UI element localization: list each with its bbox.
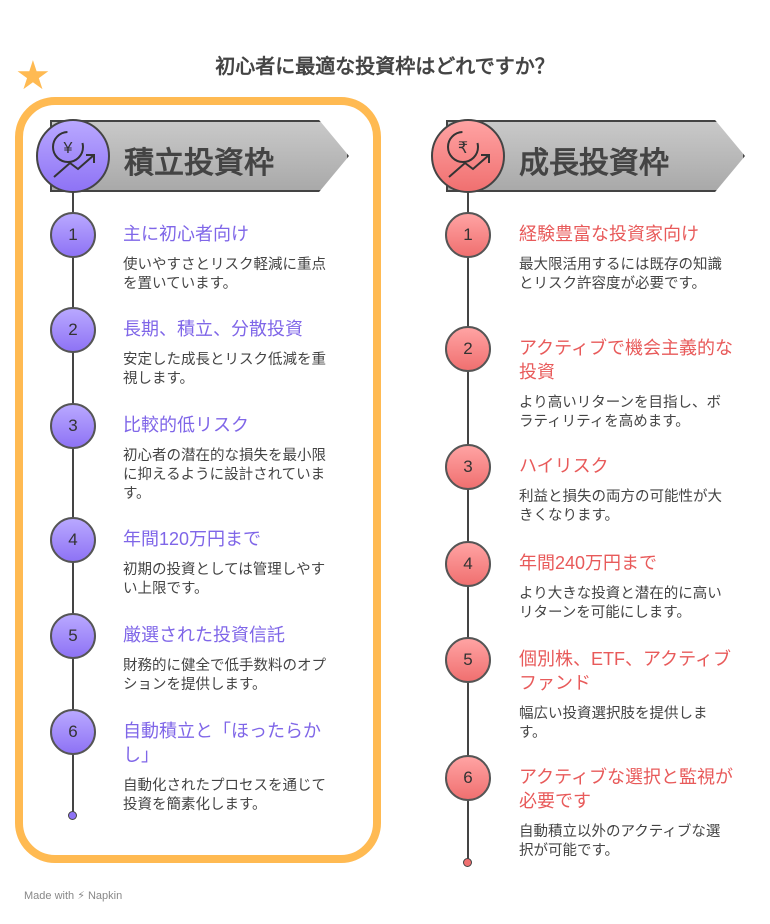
step-number-badge: 6	[445, 755, 491, 801]
step-title: 年間120万円まで	[123, 529, 262, 549]
step-number: 4	[463, 554, 473, 573]
column-heading: 成長投資枠	[519, 147, 669, 180]
step-number: 5	[463, 650, 473, 669]
step-number: 5	[68, 626, 78, 645]
step-number-badge: 3	[445, 444, 491, 490]
step-title: 経験豊富な投資家向け	[519, 224, 699, 244]
step-description: より大きな投資と潜在的に高いリターンを可能にします。	[519, 586, 722, 621]
step-description: 自動積立以外のアクティブな選択が可能です。	[519, 824, 721, 859]
step-number-badge: 5	[445, 637, 491, 683]
step-number-badge: 4	[50, 517, 96, 563]
step-description: 財務的に健全で低手数料のオプションを提供します。	[123, 658, 326, 693]
napkin-credit: Made with ⚡ Napkin	[24, 890, 123, 902]
step-title: 比較的低リスク	[123, 415, 249, 435]
step-title: 主に初心者向け	[123, 224, 249, 244]
step-description: 利益と損失の両方の可能性が大きくなります。	[519, 489, 722, 524]
step-number: 1	[463, 225, 473, 244]
timeline-end-dot	[463, 858, 472, 867]
step-title: アクティブな選択と監視が必要です	[519, 767, 734, 811]
step-title: ハイリスク	[519, 456, 609, 476]
step-number-badge: 4	[445, 541, 491, 587]
step-title: 厳選された投資信託	[123, 625, 285, 645]
timeline-line	[467, 190, 469, 862]
step-number-badge: 2	[445, 326, 491, 372]
recommended-frame	[15, 97, 381, 863]
svg-text:¥: ¥	[63, 140, 73, 157]
step-title: 年間240万円まで	[519, 553, 658, 573]
step-title: 個別株、ETF、アクティブファンド	[519, 649, 732, 693]
step-number-badge: 2	[50, 307, 96, 353]
timeline-line	[72, 190, 74, 815]
step-title: アクティブで機会主義的な投資	[519, 338, 734, 382]
step-description: 使いやすさとリスク軽減に重点を置いています。	[123, 257, 326, 292]
yen-growth-icon: ¥	[36, 119, 110, 193]
page-title: 初心者に最適な投資枠はどれですか？	[215, 56, 555, 78]
step-title: 自動積立と「ほったらかし」	[123, 721, 321, 765]
step-number: 3	[68, 416, 78, 435]
step-number: 2	[463, 339, 473, 358]
step-description: 初期の投資としては管理しやすい上限です。	[123, 562, 326, 597]
step-number: 6	[68, 722, 78, 741]
step-description: より高いリターンを目指し、ボラティリティを高めます。	[519, 395, 721, 430]
step-number-badge: 1	[50, 212, 96, 258]
rupee-growth-icon: ₹	[431, 119, 505, 193]
step-description: 幅広い投資選択肢を提供します。	[519, 706, 708, 741]
step-number: 4	[68, 530, 78, 549]
step-description: 最大限活用するには既存の知識とリスク許容度が必要です。	[519, 257, 722, 292]
step-number-badge: 5	[50, 613, 96, 659]
step-description: 自動化されたプロセスを通じて投資を簡素化します。	[123, 778, 326, 813]
step-number: 6	[463, 768, 473, 787]
step-number: 3	[463, 457, 473, 476]
step-title: 長期、積立、分散投資	[123, 319, 303, 339]
step-description: 安定した成長とリスク低減を重視します。	[123, 352, 326, 387]
step-description: 初心者の潜在的な損失を最小限に抑えるように設計されています。	[123, 448, 326, 502]
step-number-badge: 3	[50, 403, 96, 449]
step-number: 1	[68, 225, 78, 244]
step-number-badge: 1	[445, 212, 491, 258]
step-number-badge: 6	[50, 709, 96, 755]
step-number: 2	[68, 320, 78, 339]
timeline-end-dot	[68, 811, 77, 820]
column-heading: 積立投資枠	[124, 147, 274, 180]
svg-text:₹: ₹	[458, 140, 468, 157]
star-icon: ★	[15, 54, 51, 98]
